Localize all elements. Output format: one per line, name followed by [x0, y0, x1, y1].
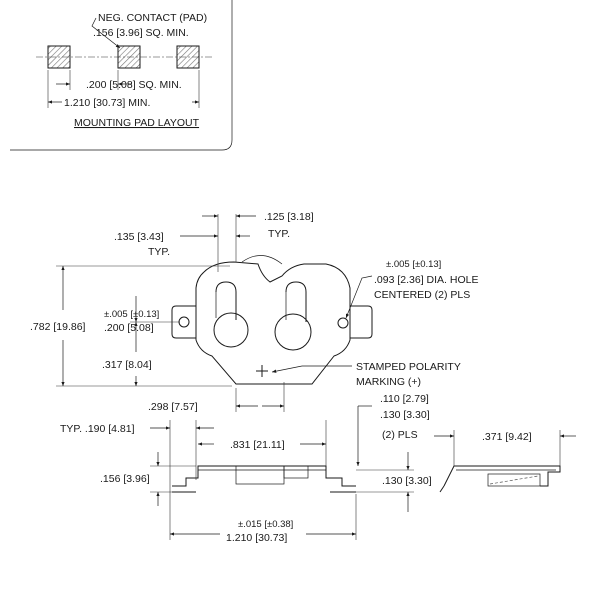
tab-width-label: .135 [3.43] — [114, 231, 164, 243]
hole-leader — [345, 275, 373, 319]
holder-top-notch — [241, 255, 283, 265]
overall-width-tolerance-label: ±.015 [±0.38] — [238, 519, 293, 530]
overall-width-label: 1.210 [30.73] — [226, 532, 287, 544]
body-height-label: .156 [3.96] — [100, 473, 150, 485]
pad-dim-note-label: (2) PLS — [382, 429, 418, 441]
tab-width-typ: TYP. — [148, 246, 170, 258]
hole-tolerance-label: ±.005 [±0.13] — [386, 259, 441, 270]
neg-contact-label: NEG. CONTACT (PAD) — [98, 12, 207, 24]
overall-height-label: .782 [19.86] — [30, 321, 86, 333]
side-contact-right — [283, 465, 309, 479]
inner-span-label: .831 [21.11] — [230, 439, 285, 451]
left-contact-dimple — [213, 312, 249, 348]
inset-frame — [10, 0, 233, 151]
polarity-height-label: .317 [8.04] — [102, 359, 152, 371]
polarity-label-line2: MARKING (+) — [356, 376, 421, 388]
pad-dim-2-label: .130 [3.30] — [380, 409, 430, 421]
lead-offset-label: TYP. .190 [4.81] — [60, 423, 135, 435]
pad-layout-caption: MOUNTING PAD LAYOUT — [74, 117, 200, 129]
polarity-offset-label: .298 [7.57] — [148, 401, 198, 413]
neg-contact-leader — [91, 17, 121, 49]
right-tab — [350, 305, 373, 339]
hole-dia-label: .093 [2.36] DIA. HOLE — [374, 274, 478, 286]
slot-width-typ: TYP. — [268, 228, 290, 240]
left-tab-hole — [178, 316, 190, 328]
left-contact-slot — [215, 281, 237, 320]
right-tab-hole — [337, 317, 349, 329]
end-view: .371 [9.42] — [434, 430, 576, 493]
right-contact-dimple — [274, 313, 312, 351]
hole-height-tolerance-label: ±.005 [±0.13] — [104, 309, 159, 320]
side-contact-left — [235, 465, 285, 485]
end-lead — [439, 485, 445, 493]
hole-note-label: CENTERED (2) PLS — [374, 289, 470, 301]
polarity-leader — [271, 365, 303, 373]
polarity-label-line1: STAMPED POLARITY — [356, 361, 461, 373]
center-pad-size-label: .156 [3.96] SQ. MIN. — [93, 27, 189, 39]
depth-label: .371 [9.42] — [482, 431, 532, 443]
end-profile — [443, 465, 561, 487]
lead-height-label: .130 [3.30] — [382, 475, 432, 487]
top-view: .135 [3.43] TYP. .125 [3.18] TYP. ±.005 … — [30, 211, 478, 413]
slot-width-label: .125 [3.18] — [264, 211, 314, 223]
pad-dim-1-label: .110 [2.79] — [380, 393, 429, 405]
hole-height-label: .200 [5.08] — [104, 322, 154, 334]
right-contact-slot — [285, 281, 307, 322]
side-profile — [172, 465, 356, 487]
holder-body-outline — [195, 261, 351, 385]
pad-spacing-label: .200 [5.08] SQ. MIN. — [86, 79, 182, 91]
polarity-plus-mark — [256, 365, 268, 377]
overall-span-label: 1.210 [30.73] MIN. — [64, 97, 150, 109]
mounting-pad-layout: NEG. CONTACT (PAD) .156 [3.96] SQ. MIN. … — [10, 0, 233, 151]
end-hidden-line — [489, 475, 539, 485]
side-view: TYP. .190 [4.81] .831 [21.11] .156 [3.96… — [60, 393, 432, 544]
end-contact — [487, 473, 541, 487]
